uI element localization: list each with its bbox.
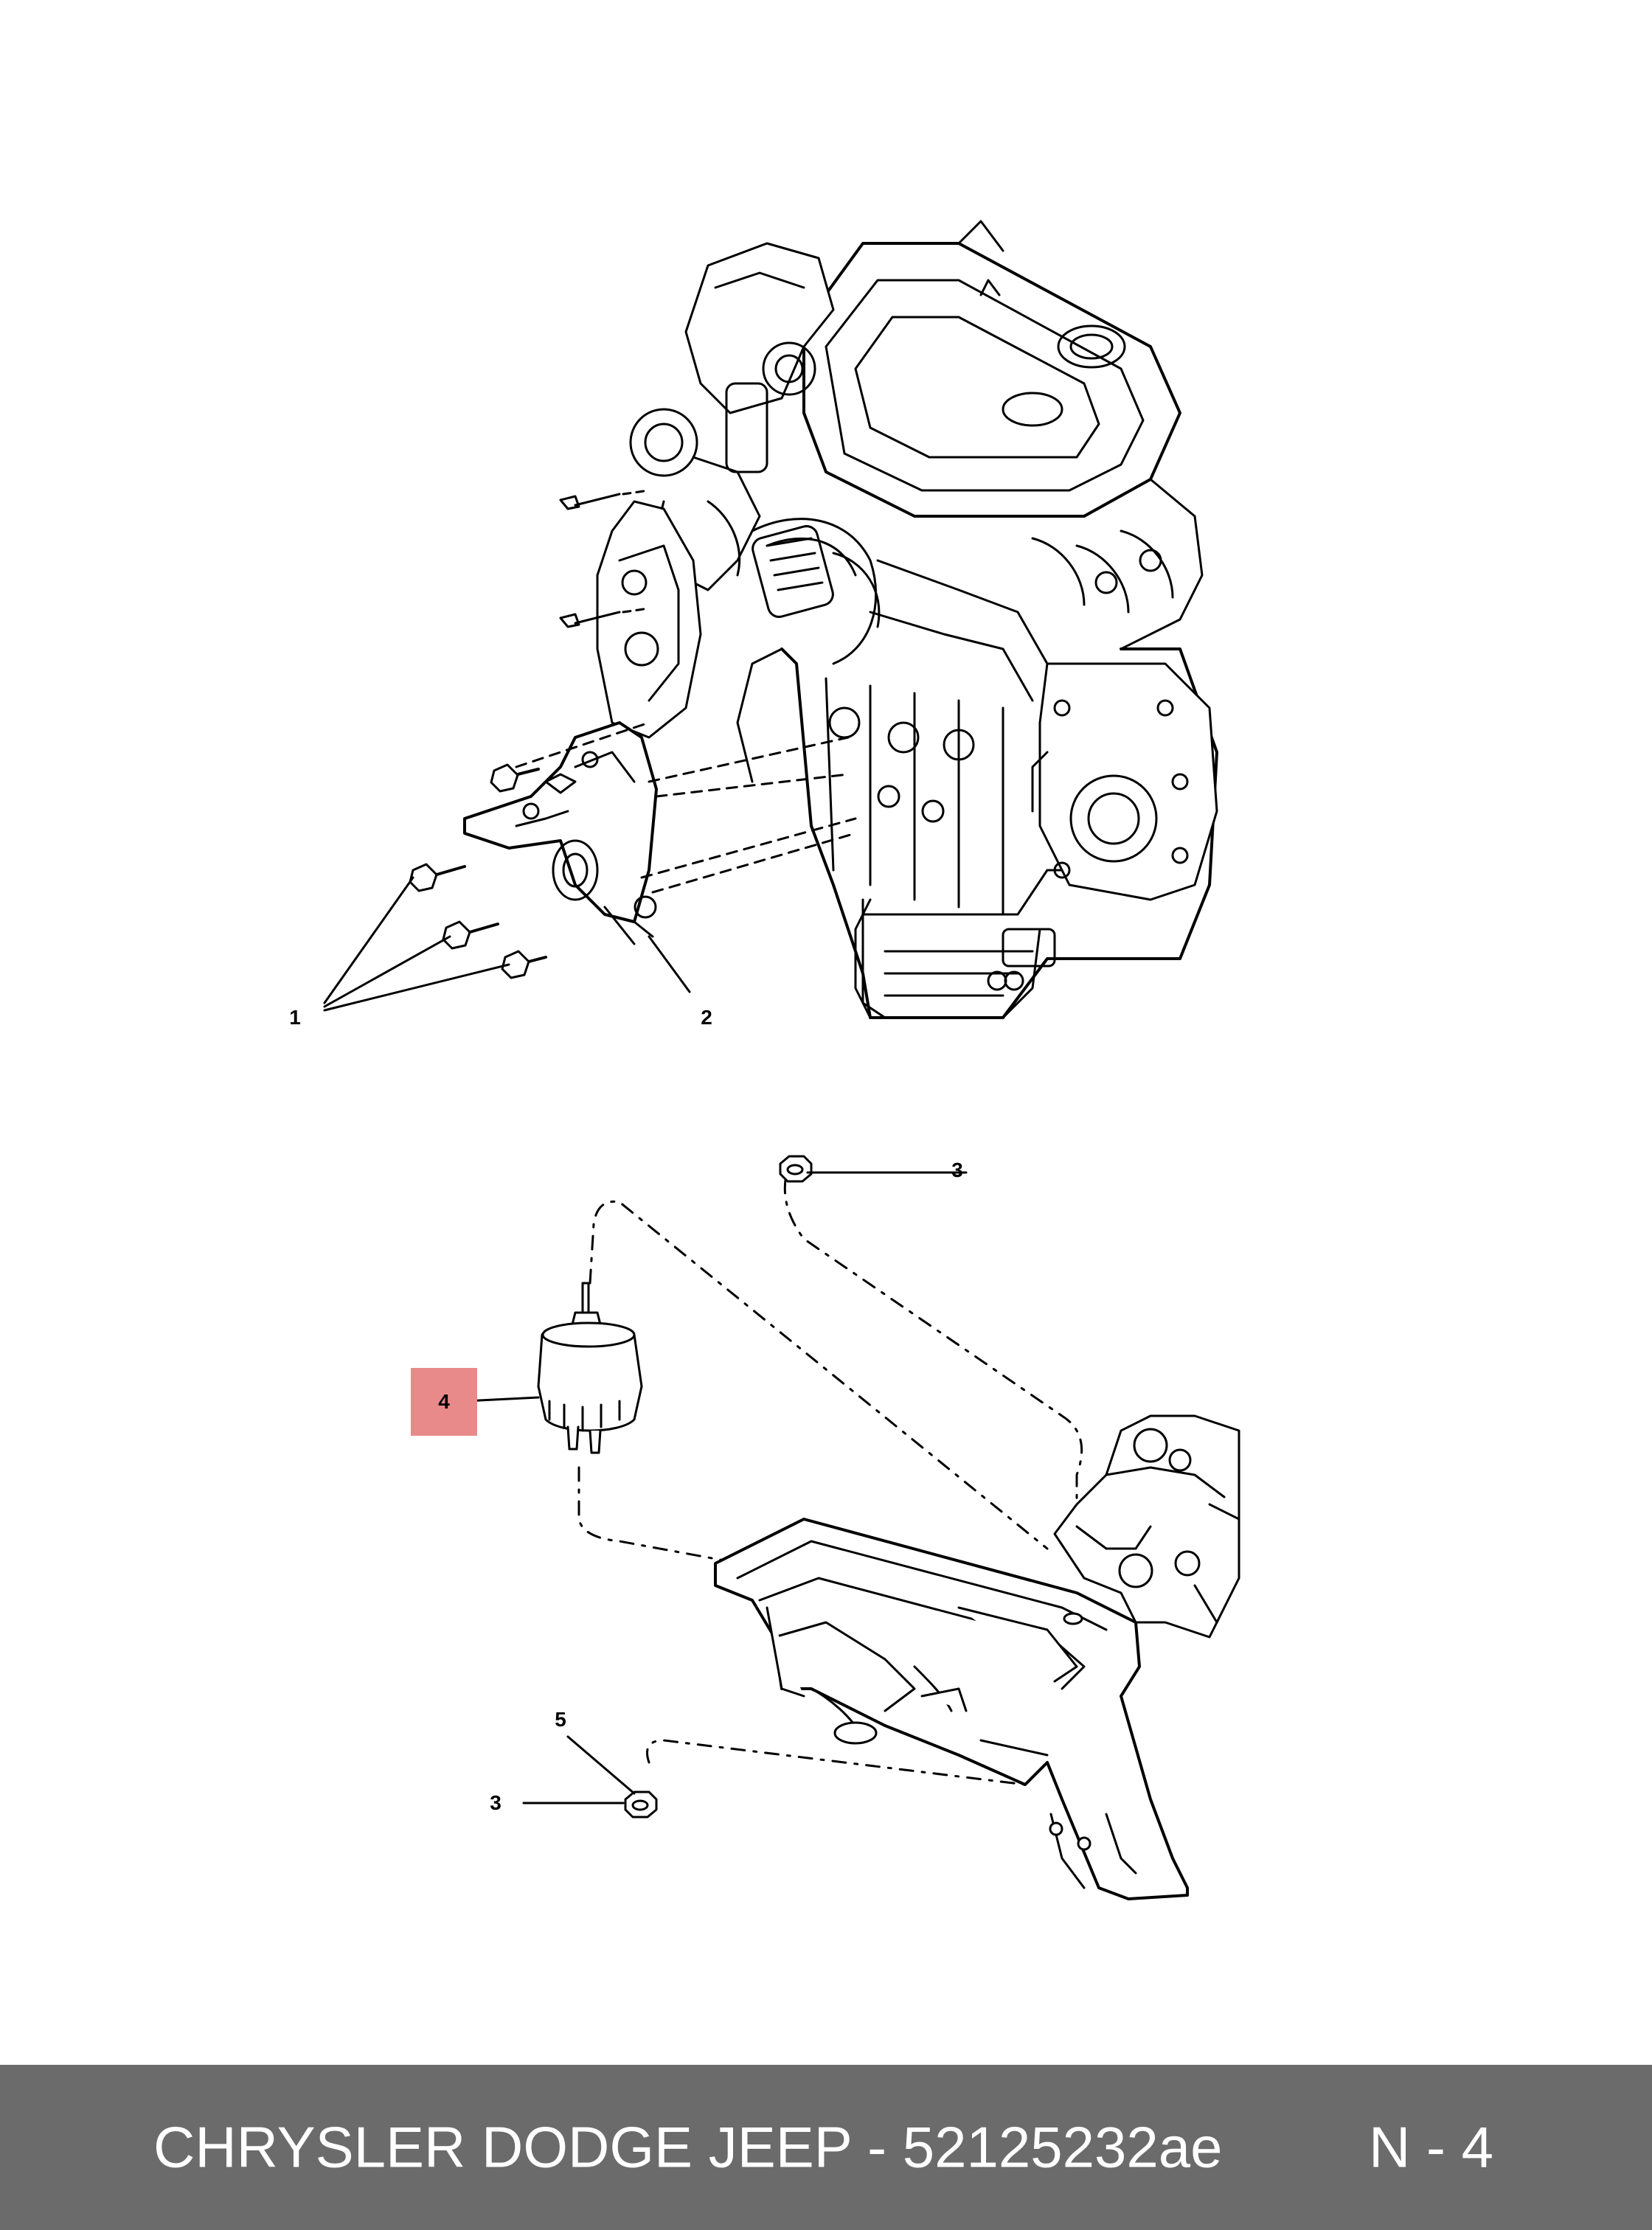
- footer-page-number: N - 4: [1369, 2114, 1494, 2180]
- callout-2: 2: [701, 1006, 712, 1029]
- engine-bracket: [463, 721, 658, 945]
- nut: [624, 1790, 658, 1819]
- engine-partial: [1053, 1414, 1240, 1639]
- footer-title: CHRYSLER DODGE JEEP - 52125232ae: [153, 2114, 1223, 2180]
- footer-bar: CHRYSLER DODGE JEEP - 52125232ae N - 4: [0, 2065, 1652, 2230]
- leader-lines-top: [323, 876, 691, 1012]
- callout-3-bottom: 3: [490, 1791, 502, 1814]
- callout-5: 5: [555, 1708, 566, 1731]
- bolt: [409, 763, 547, 979]
- parts-diagram: 1 2 3 4 5 3: [289, 220, 1240, 1900]
- crossmember-frame: [714, 1518, 1189, 1900]
- mount-assembly-lines: [577, 1178, 1083, 1786]
- engine-assembly-lines: [515, 721, 857, 894]
- callout-3-top: 3: [951, 1159, 963, 1181]
- callout-1: 1: [289, 1006, 301, 1029]
- nut: [779, 1155, 813, 1183]
- callout-4-highlighted: 4: [411, 1368, 477, 1436]
- engine-mount: [537, 1282, 643, 1454]
- diagram-drawing: [323, 220, 1240, 1900]
- leader-lines-lower: [463, 1396, 636, 1805]
- engine-illustration: [559, 220, 1218, 1019]
